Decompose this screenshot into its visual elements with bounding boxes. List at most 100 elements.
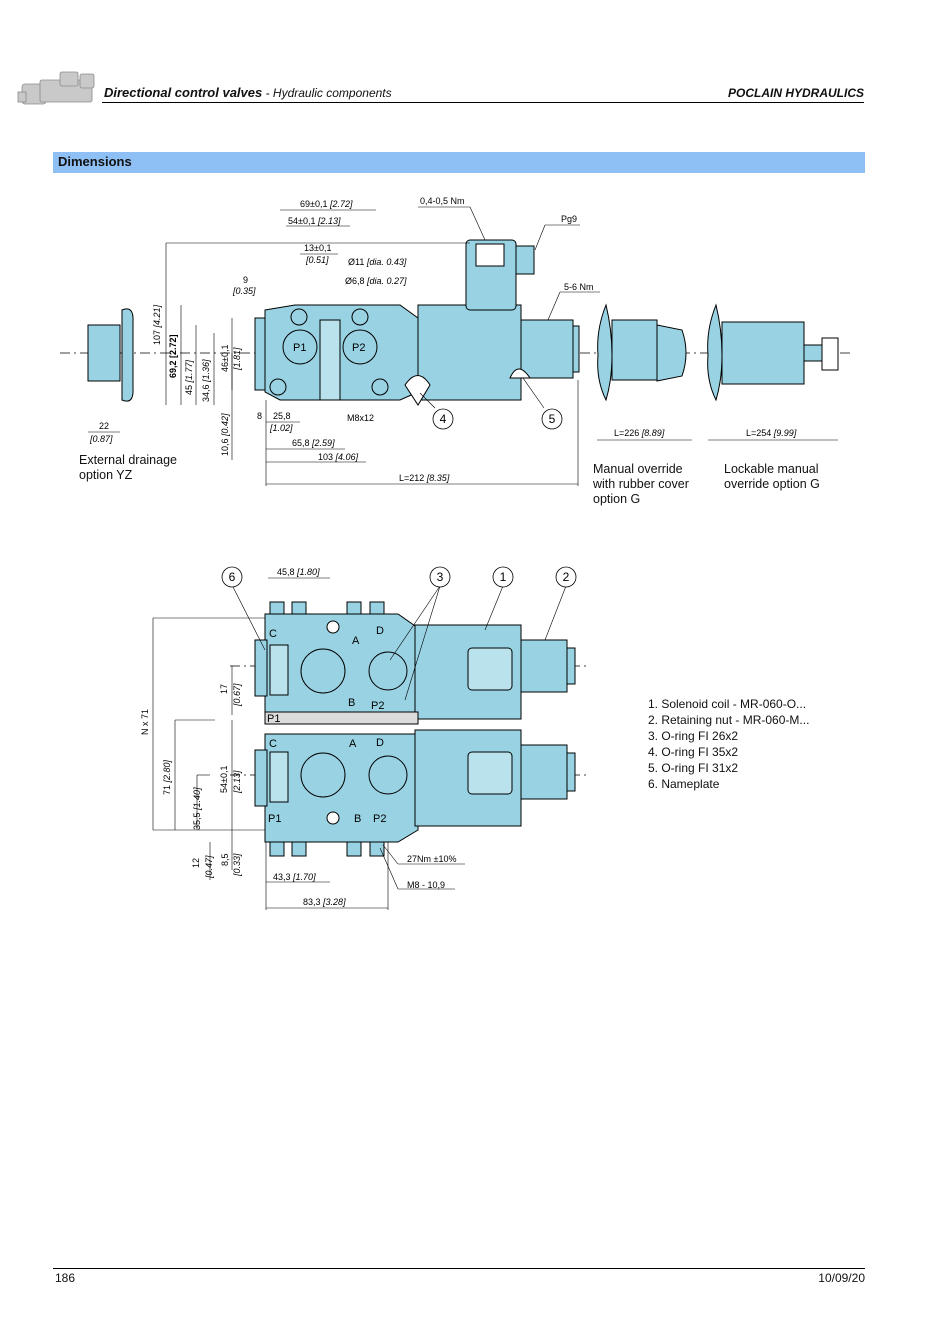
- callout-1-circle: [492, 566, 514, 588]
- dim-68: Ø6,8 [dia. 0.27]: [345, 276, 407, 286]
- dim-13-inch: [0.51]: [305, 255, 329, 265]
- m8-10-9-label: M8 - 10,9: [407, 880, 445, 890]
- dim-226: L=226 [8.89]: [614, 428, 665, 438]
- dim-17-inch: [0.67]: [232, 683, 242, 707]
- stack-upper-section: [254, 601, 576, 721]
- port-a-upper: A: [352, 635, 360, 647]
- dim-34-6: 34,6 [1.36]: [201, 359, 211, 402]
- dim-212: L=212 [8.35]: [399, 473, 450, 483]
- port-c-lower: C: [269, 738, 277, 750]
- torque-override-label: 5-6 Nm: [564, 282, 594, 292]
- dim-254: L=254 [9.99]: [746, 428, 797, 438]
- parts-legend: 1. Solenoid coil - MR-060-O... 2. Retain…: [648, 696, 809, 792]
- callout-2: 2: [563, 570, 570, 584]
- dim-nx71: N x 71: [140, 709, 150, 735]
- caption-drainage-line2: option YZ: [79, 468, 133, 482]
- dim-83-3: 83,3 [3.28]: [303, 897, 346, 907]
- valve-body-shape: [254, 239, 580, 406]
- dim-46: 46±0,1: [220, 345, 230, 372]
- port-p2-lower: P2: [373, 813, 386, 825]
- callout-5-circle: [541, 408, 563, 430]
- callout-6-circle: [221, 566, 243, 588]
- header-brand: POCLAIN HYDRAULICS: [727, 86, 864, 100]
- dim-103: 103 [4.06]: [318, 452, 359, 462]
- legend-item: 6. Nameplate: [648, 777, 720, 791]
- callout-3: 3: [437, 570, 444, 584]
- callout-1: 1: [500, 570, 507, 584]
- caption-manual-override: Manual override with rubber cover option…: [593, 462, 689, 507]
- callout-4-circle: [432, 408, 454, 430]
- callout-6: 6: [229, 570, 236, 584]
- port-d-upper: D: [376, 625, 384, 637]
- callout-3-circle: [429, 566, 451, 588]
- port-b-lower: B: [354, 813, 361, 825]
- dim-17: 17: [219, 684, 229, 694]
- callout-5: 5: [549, 412, 556, 426]
- port-c-upper: C: [269, 628, 277, 640]
- dim-43-3: 43,3 [1.70]: [273, 872, 316, 882]
- callout-2-circle: [555, 566, 577, 588]
- pg9-label: Pg9: [561, 214, 577, 224]
- torque-nut-label: 0,4-0,5 Nm: [420, 196, 465, 206]
- dim-11: Ø11 [dia. 0.43]: [348, 257, 407, 267]
- dim-8-5-inch: [0.33]: [232, 853, 242, 877]
- dim-35-5: 35,5 [1.40]: [192, 787, 202, 830]
- dim-12: 12: [191, 858, 201, 868]
- dim-22: 22: [99, 421, 109, 431]
- dim-22-inch: [0.87]: [89, 434, 113, 444]
- footer-rule: [53, 1268, 865, 1269]
- port-a-lower: A: [349, 738, 357, 750]
- section-band: Dimensions: [53, 152, 865, 173]
- caption-manual-line2: with rubber cover: [593, 477, 689, 491]
- manual-override-shape: [597, 303, 687, 402]
- dim-69-2: 69,2 [2.72]: [168, 334, 178, 378]
- valve-top-view-drawing: 6 3 1 2 45,8 [1.80] N x 71 71 [2.80] 35,…: [140, 566, 590, 910]
- caption-lock-line2: override option G: [724, 477, 820, 491]
- dim-69: 69±0,1 [2.72]: [300, 199, 353, 209]
- caption-lockable-override: Lockable manual override option G: [724, 462, 820, 492]
- dim-65-8: 65,8 [2.59]: [292, 438, 335, 448]
- port-p2-upper: P2: [371, 700, 384, 712]
- footer-date: 10/09/20: [818, 1271, 865, 1285]
- dim-46-inch: [1.81]: [232, 347, 242, 371]
- port-p1-upper: P1: [267, 713, 280, 725]
- caption-manual-line3: option G: [593, 492, 641, 506]
- dim-10-6: 10,6 [0.42]: [220, 413, 230, 456]
- dim-54: 54±0,1 [2.13]: [288, 216, 341, 226]
- torque-27nm: 27Nm ±10%: [407, 854, 456, 864]
- dim-8: 8: [257, 411, 262, 421]
- dim-107: 107 [4.21]: [152, 304, 162, 345]
- page-number: 186: [55, 1271, 76, 1285]
- port-d-lower: D: [376, 737, 384, 749]
- header-title: Directional control valves - Hydraulic c…: [104, 85, 392, 100]
- caption-lock-line1: Lockable manual: [724, 462, 819, 476]
- dim-71: 71 [2.80]: [162, 759, 172, 795]
- lockable-override-shape: [707, 303, 839, 402]
- section-title: Dimensions: [58, 154, 132, 169]
- caption-manual-line1: Manual override: [593, 462, 683, 476]
- dim-9-inch: [0.35]: [232, 286, 256, 296]
- port-p1-label: P1: [293, 342, 306, 354]
- caption-drainage: External drainage option YZ: [79, 453, 177, 483]
- header-rule: [102, 102, 864, 103]
- port-b-upper: B: [348, 697, 355, 709]
- callout-4: 4: [440, 412, 447, 426]
- dim-54: 54±0,1: [219, 766, 229, 793]
- dim-25-8: 25,8: [273, 411, 291, 421]
- page-header: Directional control valves - Hydraulic c…: [0, 0, 945, 110]
- m8-label: M8x12: [347, 413, 374, 423]
- dim-25-8-inch: [1.02]: [269, 423, 293, 433]
- legend-item: 4. O-ring FI 35x2: [648, 745, 739, 759]
- valve-logo-icon: [17, 71, 95, 105]
- dim-13: 13±0,1: [304, 243, 331, 253]
- legend-item: 2. Retaining nut - MR-060-M...: [648, 713, 810, 727]
- dim-54-inch: [2.13]: [232, 770, 242, 794]
- legend-item: 5. O-ring FI 31x2: [648, 761, 739, 775]
- legend-item: 1. Solenoid coil - MR-060-O...: [648, 697, 807, 711]
- dim-12-inch: [0.47]: [204, 855, 214, 879]
- dim-45: 45 [1.77]: [184, 359, 194, 395]
- dim-8-5: 8,5: [220, 853, 230, 866]
- caption-drainage-line1: External drainage: [79, 453, 177, 467]
- port-p1-lower: P1: [268, 813, 281, 825]
- drainage-option-shape: [87, 308, 134, 402]
